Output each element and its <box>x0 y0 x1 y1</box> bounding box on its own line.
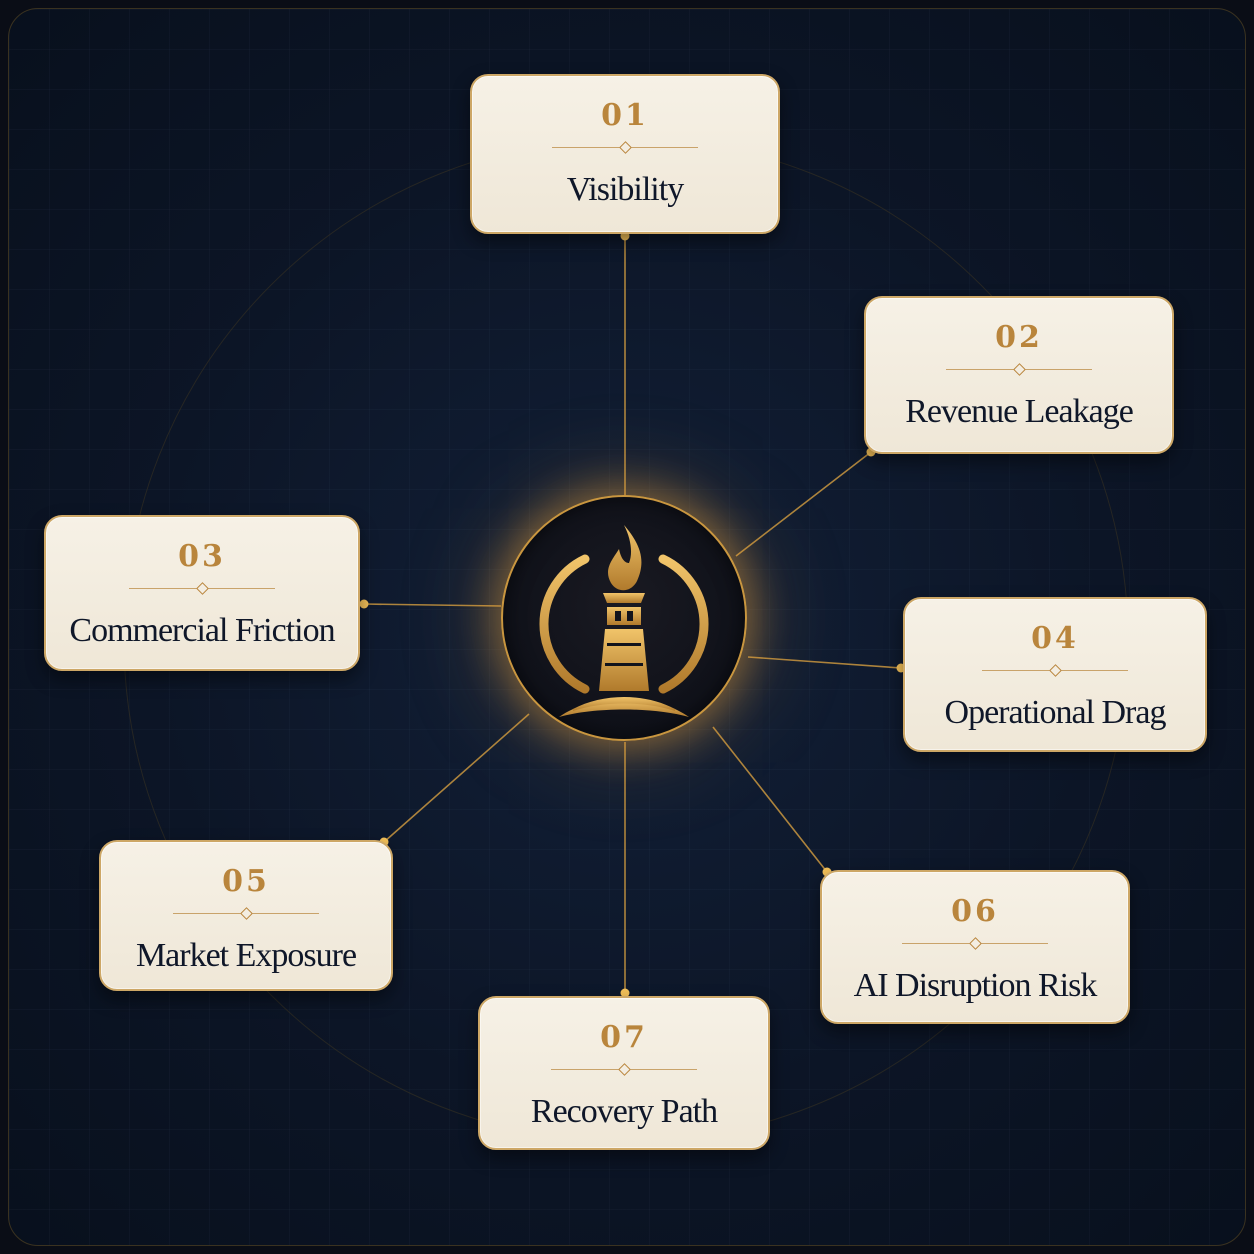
step-card-01: 01 Visibility <box>470 74 780 234</box>
connector-02 <box>735 451 872 557</box>
step-label: Commercial Friction <box>69 612 335 649</box>
step-number: 05 <box>222 864 270 899</box>
connector-dot-03 <box>359 599 369 609</box>
diamond-icon <box>969 937 982 950</box>
connector-03 <box>363 603 502 607</box>
step-label: Visibility <box>566 171 684 208</box>
step-card-03: 03 Commercial Friction <box>44 515 360 671</box>
step-card-07: 07 Recovery Path <box>478 996 770 1150</box>
step-number: 06 <box>951 894 999 929</box>
connector-04 <box>747 656 902 669</box>
step-card-05: 05 Market Exposure <box>99 840 393 991</box>
connector-05 <box>383 713 530 843</box>
step-label: AI Disruption Risk <box>853 967 1098 1004</box>
step-card-04: 04 Operational Drag <box>903 597 1207 752</box>
step-number: 03 <box>178 539 226 574</box>
connector-06 <box>712 726 828 873</box>
step-label: Recovery Path <box>530 1093 718 1130</box>
diamond-icon <box>196 582 209 595</box>
diamond-icon <box>618 1063 631 1076</box>
step-number: 04 <box>1031 621 1079 656</box>
step-number: 01 <box>601 98 649 133</box>
step-number: 02 <box>995 320 1043 355</box>
step-card-02: 02 Revenue Leakage <box>864 296 1174 454</box>
step-number: 07 <box>600 1020 648 1055</box>
step-card-06: 06 AI Disruption Risk <box>820 870 1130 1024</box>
diamond-icon <box>619 141 632 154</box>
step-label: Revenue Leakage <box>905 393 1134 430</box>
step-label: Operational Drag <box>944 694 1167 731</box>
diamond-icon <box>240 907 253 920</box>
diamond-icon <box>1013 363 1026 376</box>
lighthouse-torch-icon <box>539 525 709 717</box>
diamond-icon <box>1049 664 1062 677</box>
connector-dot-07 <box>620 988 630 998</box>
hub-emblem <box>501 495 747 741</box>
step-label: Market Exposure <box>135 937 357 974</box>
